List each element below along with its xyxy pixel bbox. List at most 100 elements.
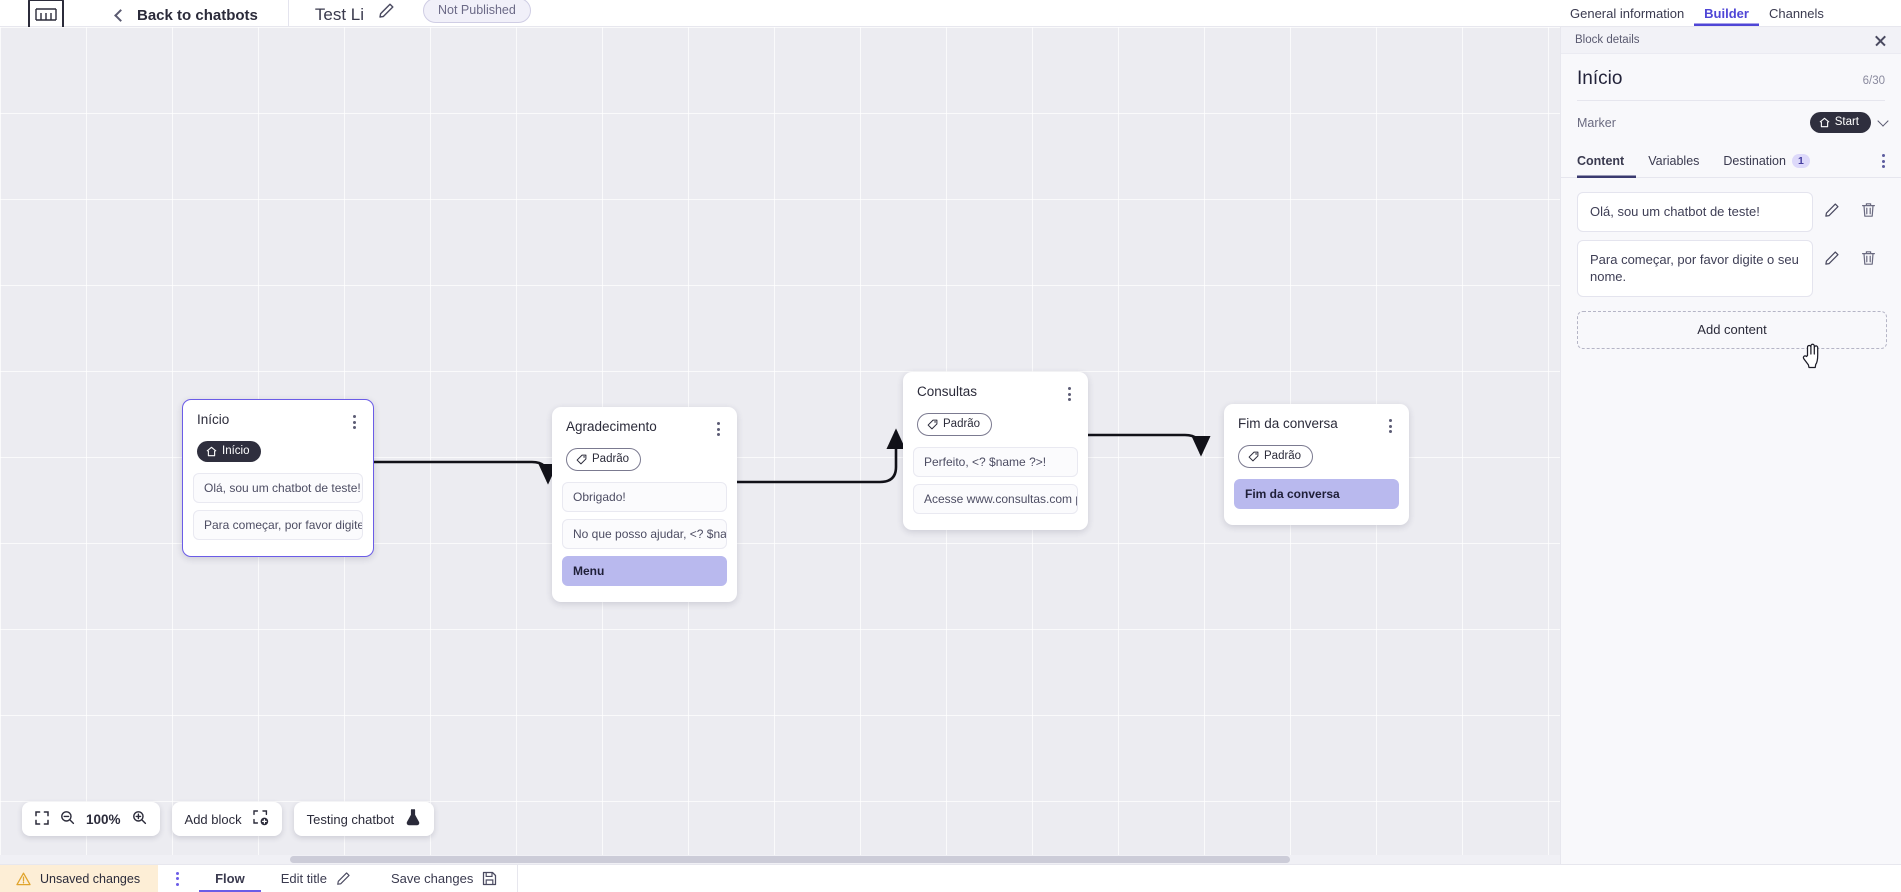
tag-icon (927, 419, 938, 429)
main-tabs: General information Builder Channels (1560, 0, 1901, 27)
node-message[interactable]: Acesse www.consultas.com par... (913, 484, 1078, 514)
node-message[interactable]: Fim da conversa (1234, 479, 1399, 509)
tab-channels[interactable]: Channels (1768, 6, 1824, 21)
panel-tab-content[interactable]: Content (1577, 145, 1636, 178)
edit-title-button[interactable]: Edit title (261, 871, 371, 886)
node-title: Fim da conversa (1238, 416, 1338, 431)
save-changes-label: Save changes (390, 871, 474, 886)
content-text[interactable]: Olá, sou um chatbot de teste! (1577, 192, 1813, 232)
node-title: Agradecimento (566, 419, 657, 434)
trash-icon (1862, 203, 1875, 217)
home-icon (206, 446, 217, 456)
panel-header: Block details (1561, 27, 1901, 54)
panel-tab-content-label: Content (1577, 154, 1625, 168)
divider (1577, 100, 1885, 101)
flow-node-consultas[interactable]: Consultas Padrão Perfeito, <? $name ?>! … (903, 372, 1088, 530)
node-marker-chip-label: Padrão (1264, 450, 1302, 462)
node-message[interactable]: Obrigado! (562, 482, 727, 512)
save-changes-button[interactable]: Save changes (371, 871, 517, 886)
content-text[interactable]: Para começar, por favor digite o seu nom… (1577, 239, 1813, 297)
block-details-panel: Block details Início 6/30 Marker Start (1560, 27, 1901, 892)
zoom-in-icon[interactable] (132, 810, 147, 828)
node-title: Início (197, 412, 230, 427)
node-kebab-menu-icon[interactable] (349, 412, 360, 432)
marker-value-pill: Start (1809, 112, 1871, 133)
unsaved-changes-label: Unsaved changes (40, 871, 141, 886)
block-title-row: Início 6/30 (1561, 54, 1901, 100)
content-delete-button[interactable] (1850, 240, 1887, 266)
node-marker-chip: Padrão (917, 413, 993, 436)
node-title: Consultas (917, 384, 978, 399)
home-icon (1819, 117, 1830, 127)
node-kebab-menu-icon[interactable] (1385, 416, 1396, 436)
back-to-chatbots-button[interactable]: Back to chatbots (114, 7, 258, 24)
status-divider (517, 864, 519, 892)
back-to-chatbots-label: Back to chatbots (137, 7, 258, 24)
marker-select[interactable]: Start (1809, 112, 1889, 133)
node-message[interactable]: No que posso ajudar, <? $name ... (562, 519, 727, 549)
close-icon[interactable] (1874, 34, 1887, 47)
tab-builder[interactable]: Builder (1694, 0, 1759, 26)
fit-screen-icon[interactable] (35, 810, 49, 828)
testing-chatbot-label: Testing chatbot (306, 811, 395, 827)
status-kebab-menu-icon[interactable] (176, 871, 180, 886)
node-kebab-menu-icon[interactable] (713, 419, 724, 439)
panel-kebab-menu-icon[interactable] (1872, 154, 1895, 168)
panel-tab-destination[interactable]: Destination 1 (1711, 145, 1821, 178)
status-badge: Not Published (423, 0, 531, 23)
flow-node-fim-da-conversa[interactable]: Fim da conversa Padrão Fim da conversa (1224, 404, 1409, 525)
panel-header-title: Block details (1575, 34, 1640, 46)
flask-icon (405, 809, 421, 829)
panel-tab-variables[interactable]: Variables (1636, 145, 1711, 178)
canvas-toolbar: 100% Add block (22, 802, 435, 836)
pencil-icon[interactable] (378, 2, 395, 24)
edit-title-label: Edit title (280, 871, 327, 886)
marker-row: Marker Start (1561, 101, 1901, 145)
tab-general-information[interactable]: General information (1570, 6, 1685, 21)
warning-icon (16, 872, 31, 885)
logo-icon[interactable] (28, 0, 64, 29)
panel-tab-variables-label: Variables (1648, 154, 1700, 168)
content-delete-button[interactable] (1850, 192, 1887, 218)
node-header: Fim da conversa (1224, 404, 1409, 436)
top-divider (287, 0, 289, 26)
add-content-button[interactable]: Add content (1577, 310, 1887, 349)
node-message[interactable]: Para começar, por favor digite o ... (193, 510, 363, 540)
canvas-horizontal-scrollbar[interactable] (0, 855, 1560, 864)
tag-icon (1248, 451, 1259, 461)
mouse-cursor-icon (1801, 342, 1823, 374)
testing-chatbot-button[interactable]: Testing chatbot (293, 802, 435, 836)
node-marker-chip-label: Padrão (943, 418, 981, 430)
node-message[interactable]: Olá, sou um chatbot de teste! (193, 473, 363, 503)
save-icon (483, 871, 497, 886)
chevron-down-icon[interactable] (1877, 114, 1889, 127)
pencil-icon (1824, 251, 1839, 265)
unsaved-changes-indicator: Unsaved changes (0, 864, 159, 892)
flow-node-agradecimento[interactable]: Agradecimento Padrão Obrigado! No que po… (552, 407, 737, 602)
zoom-out-icon[interactable] (60, 810, 75, 828)
node-marker-chip-label: Início (222, 445, 250, 457)
panel-tab-destination-label: Destination (1723, 154, 1786, 168)
flow-node-inicio[interactable]: Início Início Olá, sou um chatbot de tes… (182, 399, 374, 557)
content-edit-button[interactable] (1813, 240, 1850, 266)
scrollbar-thumb[interactable] (290, 856, 1290, 863)
content-item: Para começar, por favor digite o seu nom… (1577, 239, 1887, 297)
add-block-label: Add block (184, 811, 242, 827)
zoom-level-label: 100% (86, 811, 121, 827)
node-marker-chip: Padrão (1238, 445, 1314, 468)
node-kebab-menu-icon[interactable] (1064, 384, 1075, 404)
content-item: Olá, sou um chatbot de teste! (1577, 192, 1887, 232)
node-header: Início (183, 400, 373, 432)
chevron-left-icon (114, 9, 127, 22)
status-tab-flow[interactable]: Flow (199, 865, 261, 892)
zoom-controls: 100% (22, 802, 160, 836)
node-message[interactable]: Menu (562, 556, 727, 586)
add-block-button[interactable]: Add block (171, 802, 282, 836)
panel-tabs: Content Variables Destination 1 (1561, 145, 1901, 178)
node-message[interactable]: Perfeito, <? $name ?>! (913, 447, 1078, 477)
node-header: Agradecimento (552, 407, 737, 439)
flow-canvas[interactable]: Início Início Olá, sou um chatbot de tes… (0, 27, 1560, 864)
content-list: Olá, sou um chatbot de teste! Para começ… (1561, 178, 1901, 297)
flow-edges (372, 428, 1211, 485)
content-edit-button[interactable] (1813, 192, 1850, 218)
